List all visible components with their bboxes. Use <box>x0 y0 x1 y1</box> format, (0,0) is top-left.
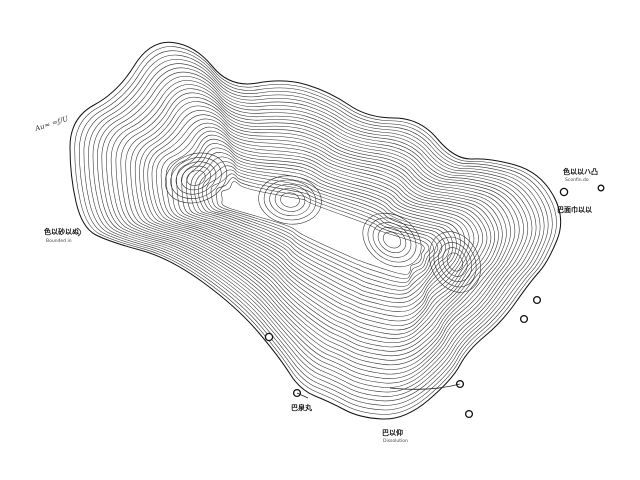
summit-ring <box>372 222 412 258</box>
contour-line <box>221 181 425 275</box>
summit-ring <box>280 192 300 208</box>
west-label-title: 色以砂以ぬ <box>44 227 79 236</box>
summit-ring <box>377 226 407 254</box>
summit-ring <box>447 252 463 272</box>
marker-east-1[interactable] <box>532 295 542 305</box>
marker-southwest[interactable] <box>264 332 274 342</box>
contour-line <box>92 63 541 397</box>
contour-line <box>125 92 511 366</box>
label-leaders <box>76 227 461 399</box>
summit-ring <box>175 161 217 195</box>
contour-line <box>151 118 488 339</box>
contour-line <box>88 59 545 402</box>
contour-line <box>110 80 524 379</box>
summit-ring <box>362 212 422 268</box>
summit-ring <box>258 175 322 225</box>
summit-ring <box>367 217 417 263</box>
contour-line <box>176 138 465 317</box>
marker-east-2[interactable] <box>519 314 529 324</box>
ne-label-1-subtitle: Sconfin.do <box>565 177 589 183</box>
corner-note: Au≈ ≈ƒ/U <box>33 114 70 133</box>
summit-ring <box>438 242 472 282</box>
contour-line <box>115 84 520 375</box>
contour-line <box>210 173 434 283</box>
summit-ring <box>442 247 468 277</box>
south-label-1-title: 巴泉丸 <box>291 403 313 412</box>
contour-line <box>130 96 507 361</box>
west-label-subtitle: Bounded in <box>46 238 72 244</box>
contour-line <box>79 50 553 411</box>
contour-line <box>215 177 430 279</box>
ne-label-2-title: 巴面巾以以 <box>557 205 592 214</box>
south-label-2-title: 巴以仰 <box>382 428 403 437</box>
contour-line <box>198 161 446 295</box>
contour-lines <box>69 41 562 420</box>
marker-ne-1[interactable] <box>559 187 569 197</box>
marker-ne-2[interactable] <box>597 184 605 192</box>
contour-line <box>106 76 529 384</box>
marker-south-3[interactable] <box>464 409 474 419</box>
contour-line <box>181 143 461 312</box>
summit-ring <box>274 188 306 212</box>
contour-line <box>83 54 549 406</box>
contour-line <box>165 130 475 326</box>
summit-ring <box>170 157 222 199</box>
ne-label-1-title: 色以以ハ凸 <box>563 167 598 176</box>
summit-ring <box>263 179 317 221</box>
summit-ring <box>429 231 481 293</box>
contour-line <box>134 101 503 357</box>
contour-line <box>194 156 450 299</box>
summit-ring <box>433 236 477 288</box>
south-label-2-subtitle: Dissolution <box>383 438 408 444</box>
summit-ring <box>269 184 311 216</box>
contour-line <box>186 147 457 308</box>
contour-line <box>97 67 537 393</box>
summit-ring <box>382 231 402 249</box>
contour-line <box>147 114 492 344</box>
contour-line <box>143 110 496 348</box>
contour-line <box>101 71 533 388</box>
contour-line <box>201 165 443 291</box>
summit-ring <box>165 152 227 204</box>
summit-ring <box>186 170 206 186</box>
summit-ring <box>181 165 211 191</box>
contour-line <box>74 46 557 415</box>
contour-line <box>139 105 499 352</box>
contour-line <box>156 122 484 335</box>
contour-line <box>171 134 470 322</box>
contour-line <box>69 41 562 420</box>
contour-line <box>206 169 439 287</box>
contour-line <box>120 88 516 370</box>
